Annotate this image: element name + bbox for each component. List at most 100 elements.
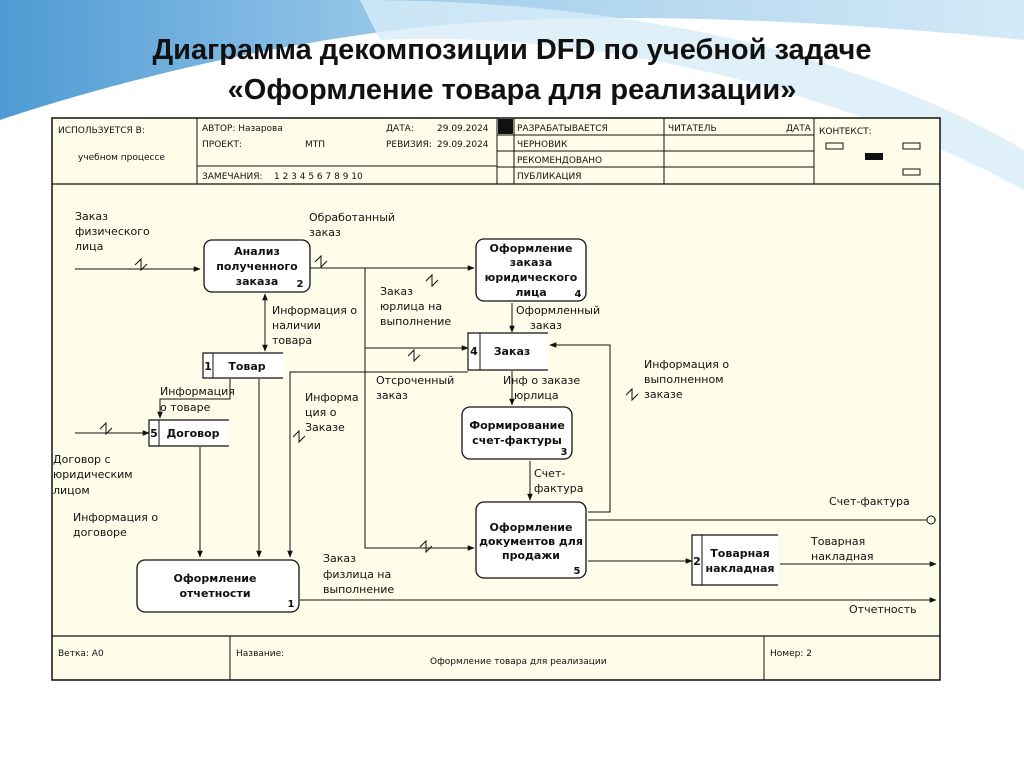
process-legal-order-line-4: лица [515, 286, 546, 299]
store-waybill-line-2: накладная [706, 562, 775, 575]
tick-deferred-order [407, 348, 421, 363]
arrow-sales-docs-to-order-store [549, 342, 611, 513]
flow-arrows [75, 254, 937, 603]
store-goods: 1 Товар [202, 352, 283, 379]
label-order-info-1: Информа [305, 391, 359, 404]
label-goods-info-3: товара [272, 334, 312, 347]
process-legal-order-line-2: заказа [510, 256, 553, 269]
store-order-label: Заказ [494, 345, 531, 358]
title-line-2: «Оформление товара для реализации» [227, 74, 797, 106]
label-physical-order-exec-2: физлица на [323, 568, 391, 581]
label-completed-order-info-3: заказе [644, 388, 683, 401]
footer-number-label: Номер: 2 [770, 649, 812, 659]
label-waybill-out-2: накладная [811, 550, 874, 563]
process-analysis-line-2: полученного [216, 260, 298, 273]
store-waybill-line-1: Товарная [710, 547, 769, 560]
slide-title: Диаграмма декомпозиции DFD по учебной за… [0, 30, 1024, 110]
process-analysis-line-1: Анализ [234, 245, 280, 258]
label-invoice-out: Счет-фактура [829, 495, 910, 508]
label-legal-contract-1: Договор с [53, 453, 111, 466]
footer-name-label: Название: [236, 649, 284, 659]
store-goods-number: 1 [204, 360, 212, 373]
process-sales-docs-line-1: Оформление [490, 521, 573, 534]
project-label: ПРОЕКТ: [202, 140, 242, 150]
used-in-label: ИСПОЛЬЗУЕТСЯ В: [58, 126, 145, 136]
label-processed-order-1: Обработанный [309, 211, 395, 224]
label-physical-order-exec-3: выполнение [323, 583, 394, 596]
revision-value: 29.09.2024 [437, 140, 489, 150]
store-order: 4 Заказ [467, 332, 548, 371]
status-draft: ЧЕРНОВИК [517, 140, 568, 150]
label-legal-contract-3: лицом [53, 484, 90, 497]
label-order-info-legal-1: Инф о заказе [503, 374, 580, 387]
arrow-order-to-reporting [287, 371, 468, 558]
footer-block: Ветка: А0 Название: Оформление товара дл… [52, 635, 940, 680]
process-sales-docs-line-2: документов для [479, 535, 583, 548]
context-box-center [865, 153, 883, 160]
tick-legal-order-exec [425, 273, 439, 288]
context-box-bottom [902, 168, 921, 176]
tick-physical-order-exec [419, 539, 433, 554]
tick-physical-order [134, 257, 148, 272]
context-box-right [902, 142, 921, 150]
store-waybill: 2 Товарная накладная [691, 534, 778, 586]
process-reporting-line-1: Оформление [174, 572, 257, 585]
label-legal-order-exec-2: юрлица на [380, 300, 442, 313]
label-order-info-3: Заказе [305, 421, 345, 434]
label-processed-order-2: заказ [309, 226, 341, 239]
process-legal-order-line-1: Оформление [490, 242, 573, 255]
label-order-info-2: ция о [305, 406, 337, 419]
process-reporting-line-2: отчетности [179, 587, 250, 600]
process-sales-docs: Оформление документов для продажи 5 [475, 501, 587, 579]
arrow-order-store-to-sales-docs [364, 348, 475, 551]
notes-label: ЗАМЕЧАНИЯ: [202, 172, 263, 182]
author-label: АВТОР: Назарова [202, 124, 283, 134]
process-sales-docs-line-3: продажи [502, 549, 560, 562]
status-working: РАЗРАБАТЫВАЕТСЯ [517, 124, 608, 134]
label-product-info-1: Информация [160, 385, 235, 398]
label-legal-order-exec-3: выполнение [380, 315, 451, 328]
flow-labels: Заказ физического лица Обработанный зака… [53, 210, 917, 616]
header-block: ИСПОЛЬЗУЕТСЯ В: учебном процессе АВТОР: … [52, 118, 940, 185]
process-reporting-number: 1 [288, 599, 295, 610]
store-contract: 5 Договор [148, 419, 229, 447]
process-analysis-number: 2 [297, 279, 304, 290]
footer-name-value: Оформление товара для реализации [430, 657, 607, 667]
label-completed-order-info-1: Информация о [644, 358, 729, 371]
label-physical-order-exec-1: Заказ [323, 552, 356, 565]
label-contract-info-1: Информация о [73, 511, 158, 524]
working-status-marker [498, 119, 513, 134]
date-column-label: ДАТА [786, 124, 812, 134]
process-invoice: Формирование счет-фактуры 3 [461, 406, 573, 460]
store-order-number: 4 [470, 345, 478, 358]
context-box-left [825, 142, 844, 150]
label-physical-order-2: физического [75, 225, 150, 238]
context-label: КОНТЕКСТ: [819, 127, 872, 137]
label-issued-order-2: заказ [530, 319, 562, 332]
label-product-info-2: о товаре [160, 401, 211, 414]
process-legal-order: Оформление заказа юридического лица 4 [475, 238, 587, 302]
label-contract-info-2: договоре [73, 526, 127, 539]
process-invoice-number: 3 [561, 447, 568, 458]
tunnel-invoice-out [926, 515, 936, 525]
title-line-1: Диаграмма декомпозиции DFD по учебной за… [152, 34, 872, 66]
label-waybill-out-1: Товарная [810, 535, 865, 548]
label-completed-order-info-2: выполненном [644, 373, 724, 386]
process-sales-docs-number: 5 [574, 566, 581, 577]
process-analysis: Анализ полученного заказа 2 [203, 239, 311, 293]
label-physical-order-1: Заказ [75, 210, 108, 223]
arrow-goods-to-contract [157, 379, 231, 419]
notes-numbers: 1 2 3 4 5 6 7 8 9 10 [274, 172, 363, 182]
store-goods-label: Товар [228, 360, 265, 373]
label-deferred-order-2: заказ [376, 389, 408, 402]
store-waybill-number: 2 [693, 555, 701, 568]
process-legal-order-line-3: юридического [485, 271, 578, 284]
label-reporting-out: Отчетность [849, 603, 917, 616]
process-invoice-line-1: Формирование [469, 419, 565, 432]
label-goods-info-2: наличии [272, 319, 321, 332]
date-value: 29.09.2024 [437, 124, 489, 134]
status-recommended: РЕКОМЕНДОВАНО [517, 156, 602, 166]
label-issued-order-1: Оформленный [516, 304, 600, 317]
tick-legal-contract [99, 421, 113, 436]
